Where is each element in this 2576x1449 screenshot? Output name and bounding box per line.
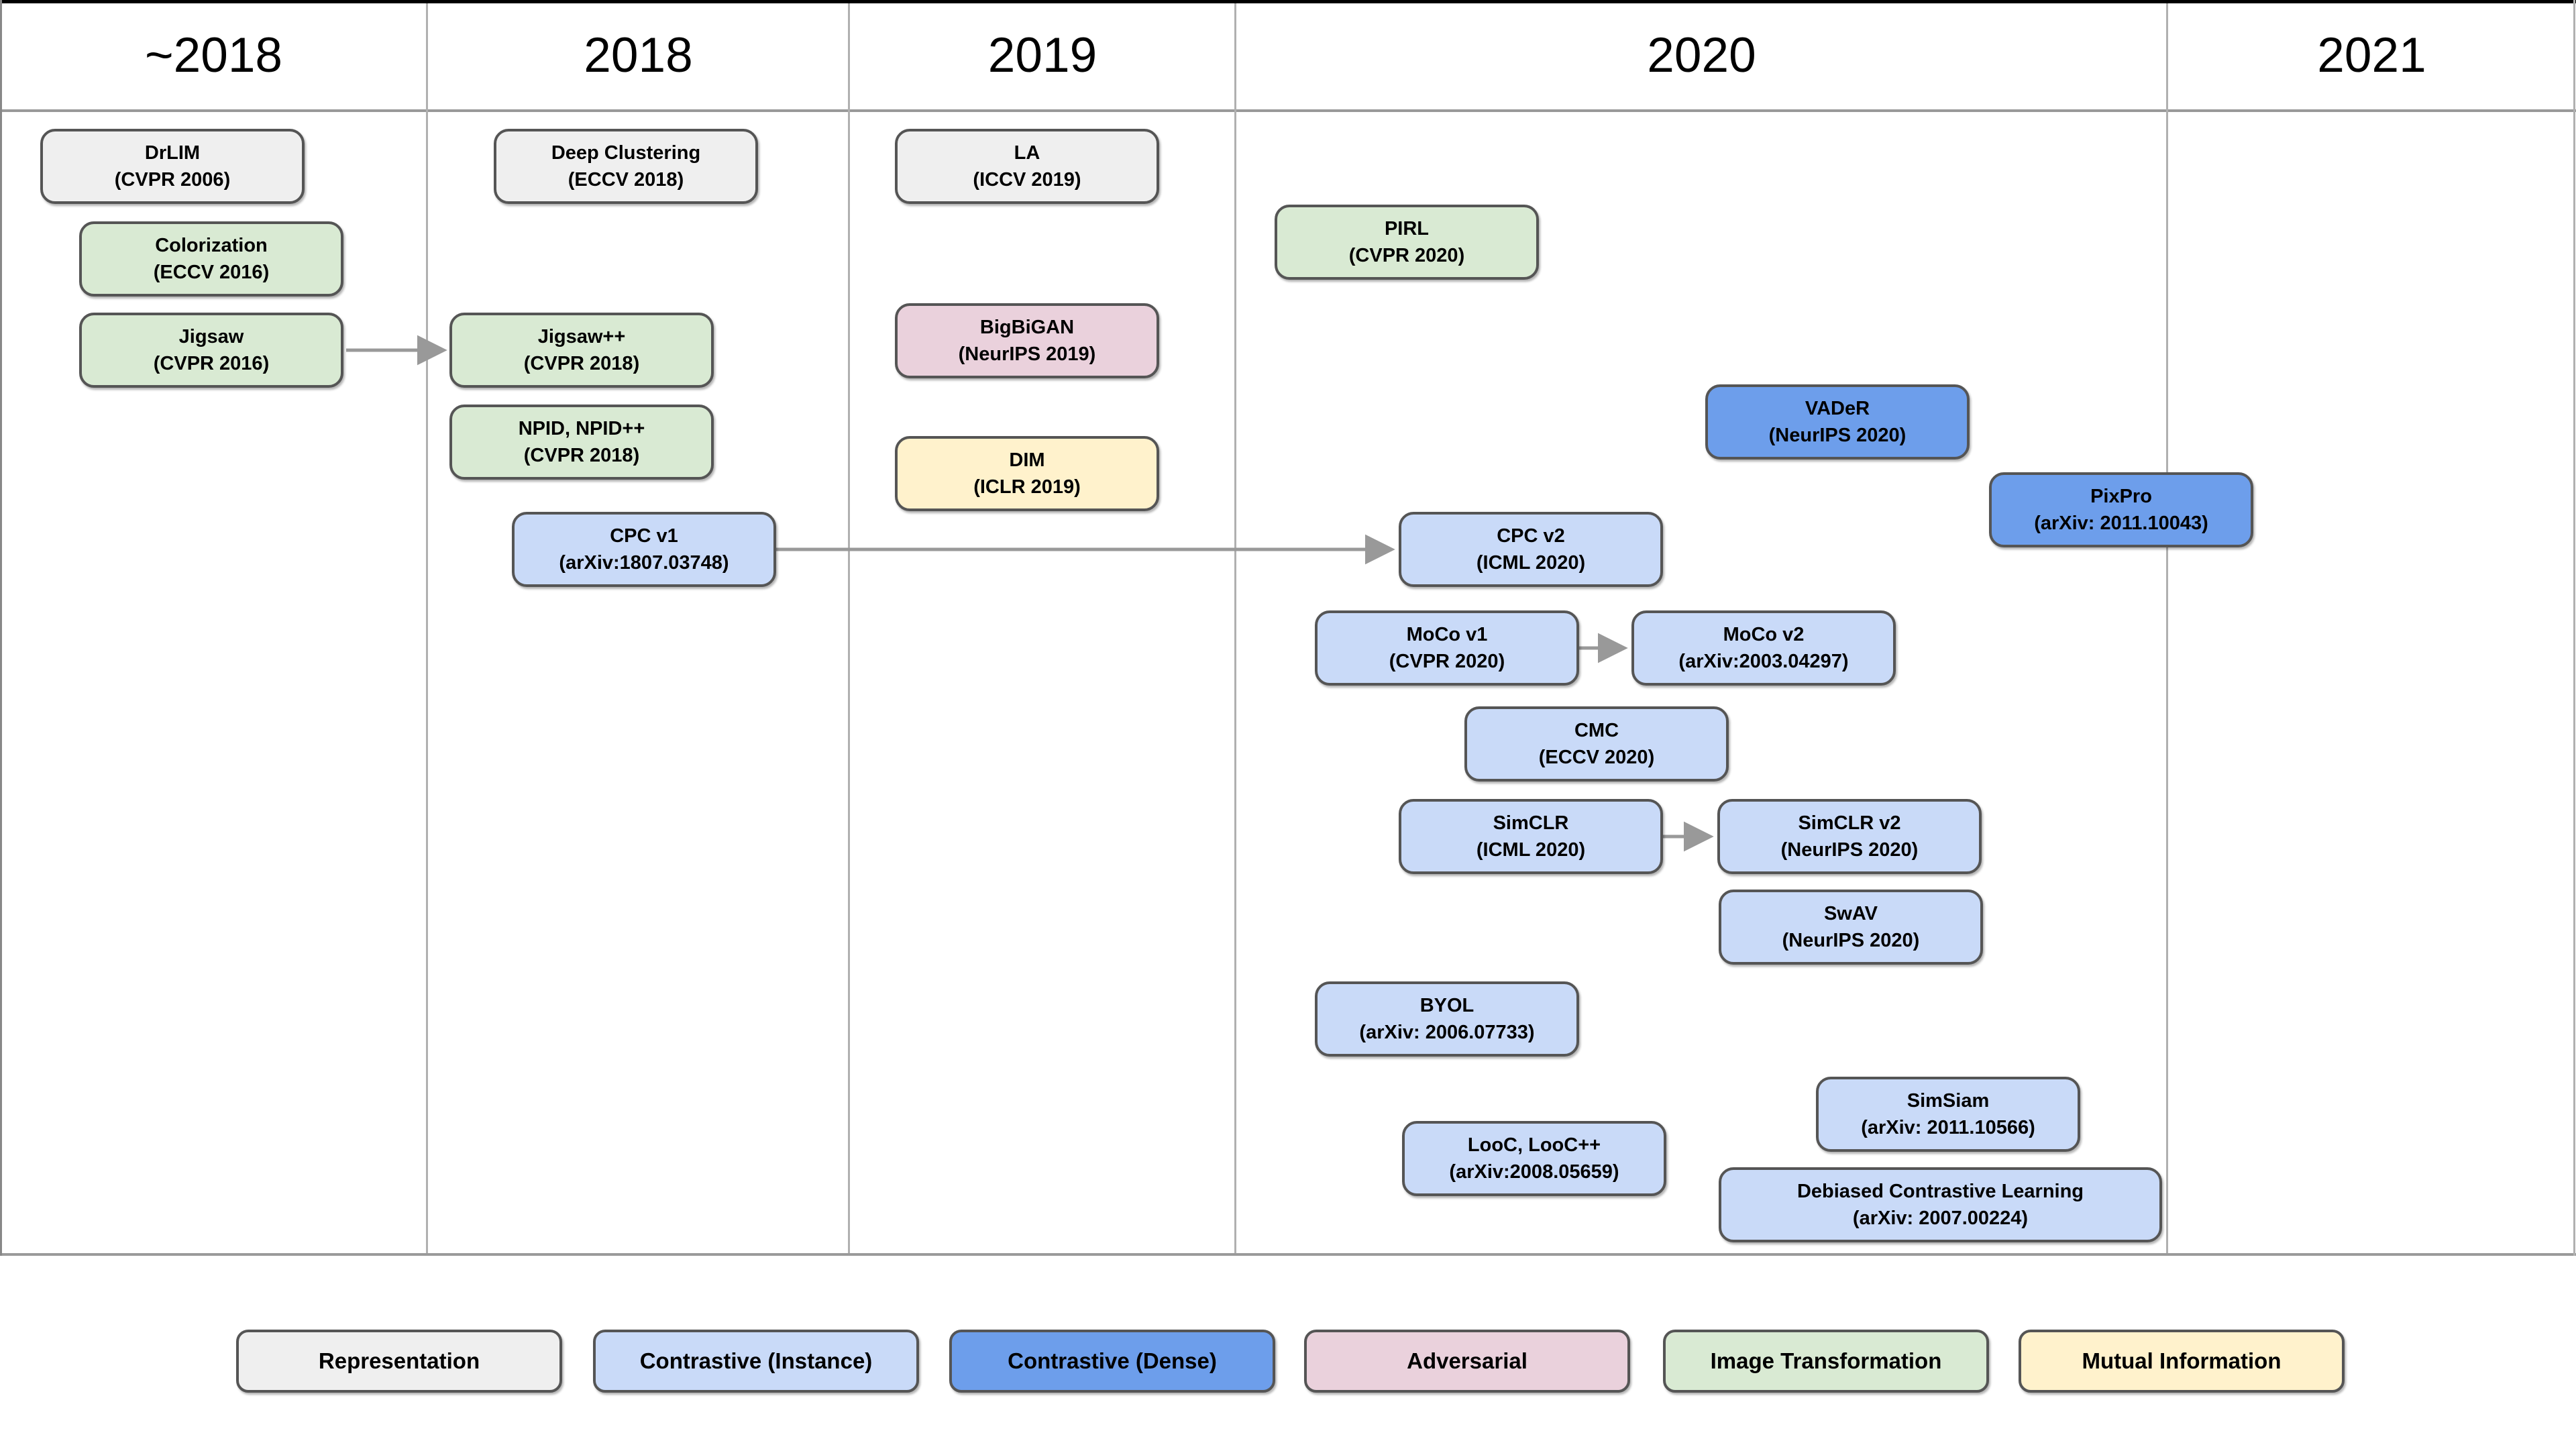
node-simsiam: SimSiam (arXiv: 2011.10566): [1816, 1077, 2080, 1152]
paper-venue: (CVPR 2018): [523, 353, 640, 374]
node-swav: SwAV (NeurIPS 2020): [1719, 890, 1983, 965]
paper-venue: (arXiv:2003.04297): [1678, 651, 1849, 672]
paper-title: CPC v2: [1497, 525, 1565, 547]
node-moco-v1: MoCo v1 (CVPR 2020): [1315, 610, 1579, 686]
paper-title: MoCo v2: [1723, 624, 1805, 645]
legend-image-transformation: Image Transformation: [1663, 1330, 1989, 1393]
node-simclr-v2: SimCLR v2 (NeurIPS 2020): [1717, 799, 1982, 874]
node-jigsaw: Jigsaw (CVPR 2016): [79, 313, 343, 388]
paper-venue: (NeurIPS 2019): [958, 343, 1096, 365]
node-cmc: CMC (ECCV 2020): [1464, 706, 1729, 782]
node-vader: VADeR (NeurIPS 2020): [1705, 384, 1970, 460]
legend-contrastive-dense: Contrastive (Dense): [949, 1330, 1275, 1393]
legend-label: Mutual Information: [2082, 1348, 2282, 1373]
paper-venue: (ICLR 2019): [973, 476, 1081, 498]
paper-title: DIM: [1009, 449, 1045, 471]
paper-title: NPID, NPID++: [518, 418, 645, 439]
paper-venue: (CVPR 2020): [1348, 245, 1465, 266]
header-rule-line: [0, 109, 2576, 112]
node-cpc-v1: CPC v1 (arXiv:1807.03748): [512, 512, 776, 587]
paper-title: SimCLR: [1493, 812, 1569, 834]
node-cpc-v2: CPC v2 (ICML 2020): [1399, 512, 1663, 587]
paper-venue: (arXiv: 2011.10566): [1861, 1117, 2035, 1138]
paper-venue: (ECCV 2018): [568, 169, 684, 191]
paper-title: PixPro: [2090, 486, 2152, 507]
paper-venue: (NeurIPS 2020): [1768, 425, 1907, 446]
paper-title: CPC v1: [610, 525, 678, 547]
left-border-line: [0, 0, 2, 1256]
paper-title: PIRL: [1384, 218, 1430, 239]
node-bigbigan: BigBiGAN (NeurIPS 2019): [895, 303, 1159, 378]
column-divider-4: [2166, 3, 2168, 1253]
node-npid: NPID, NPID++ (CVPR 2018): [449, 405, 714, 480]
year-header-pre2018: ~2018: [144, 28, 283, 83]
paper-venue: (ECCV 2016): [153, 262, 270, 283]
paper-title: VADeR: [1805, 398, 1870, 419]
paper-venue: (CVPR 2020): [1389, 651, 1505, 672]
paper-title: Jigsaw++: [537, 326, 626, 347]
legend-label: Adversarial: [1407, 1348, 1527, 1373]
paper-title: SimSiam: [1907, 1090, 1990, 1112]
paper-venue: (ICML 2020): [1476, 839, 1586, 861]
column-divider-3: [1234, 3, 1236, 1253]
paper-title: Deep Clustering: [551, 142, 701, 164]
paper-venue: (NeurIPS 2020): [1782, 930, 1920, 951]
paper-venue: (ICML 2020): [1476, 552, 1586, 574]
legend-mutual-information: Mutual Information: [2019, 1330, 2345, 1393]
right-border-line: [2573, 0, 2575, 1256]
year-header-2018: 2018: [584, 28, 693, 83]
column-divider-1: [426, 3, 428, 1253]
node-looc: LooC, LooC++ (arXiv:2008.05659): [1402, 1121, 1666, 1196]
year-header-2019: 2019: [987, 28, 1097, 83]
node-drlim: DrLIM (CVPR 2006): [40, 129, 305, 204]
paper-title: SwAV: [1823, 903, 1878, 924]
paper-title: BigBiGAN: [979, 317, 1075, 338]
node-colorization: Colorization (ECCV 2016): [79, 221, 343, 297]
legend-label: Image Transformation: [1710, 1348, 1942, 1373]
column-divider-2: [848, 3, 850, 1253]
paper-title: Debiased Contrastive Learning: [1796, 1181, 2084, 1202]
year-header-2020: 2020: [1647, 28, 1756, 83]
paper-title: BYOL: [1419, 995, 1474, 1016]
paper-venue: (arXiv:2008.05659): [1449, 1161, 1619, 1183]
paper-title: MoCo v1: [1406, 624, 1488, 645]
paper-title: SimCLR v2: [1798, 812, 1901, 834]
node-deep-clustering: Deep Clustering (ECCV 2018): [494, 129, 758, 204]
legend-label: Contrastive (Dense): [1008, 1348, 1217, 1373]
paper-venue: (ECCV 2020): [1538, 747, 1655, 768]
paper-venue: (arXiv: 2006.07733): [1359, 1022, 1535, 1043]
legend-adversarial: Adversarial: [1304, 1330, 1630, 1393]
legend-label: Representation: [318, 1348, 480, 1373]
paper-title: Jigsaw: [178, 326, 244, 347]
legend-representation: Representation: [236, 1330, 562, 1393]
paper-venue: (ICCV 2019): [973, 169, 1081, 191]
node-pirl: PIRL (CVPR 2020): [1275, 205, 1539, 280]
paper-venue: (arXiv: 2011.10043): [2034, 513, 2208, 534]
paper-venue: (CVPR 2018): [523, 445, 640, 466]
node-pixpro: PixPro (arXiv: 2011.10043): [1989, 472, 2253, 547]
paper-title: DrLIM: [144, 142, 201, 164]
paper-title: LooC, LooC++: [1467, 1134, 1601, 1156]
paper-title: Colorization: [155, 235, 268, 256]
node-la: LA (ICCV 2019): [895, 129, 1159, 204]
node-debiased: Debiased Contrastive Learning (arXiv: 20…: [1719, 1167, 2162, 1242]
node-moco-v2: MoCo v2 (arXiv:2003.04297): [1631, 610, 1896, 686]
legend-contrastive-instance: Contrastive (Instance): [593, 1330, 919, 1393]
paper-title: CMC: [1574, 720, 1619, 741]
timeline-bottom-line: [0, 1253, 2576, 1256]
legend-label: Contrastive (Instance): [639, 1348, 873, 1373]
paper-venue: (NeurIPS 2020): [1780, 839, 1919, 861]
paper-venue: (CVPR 2006): [114, 169, 231, 191]
paper-venue: (arXiv: 2007.00224): [1852, 1208, 2029, 1229]
node-byol: BYOL (arXiv: 2006.07733): [1315, 981, 1579, 1057]
paper-venue: (arXiv:1807.03748): [559, 552, 729, 574]
node-jigsawpp: Jigsaw++ (CVPR 2018): [449, 313, 714, 388]
year-header-2021: 2021: [2317, 28, 2426, 83]
node-dim: DIM (ICLR 2019): [895, 436, 1159, 511]
node-simclr: SimCLR (ICML 2020): [1399, 799, 1663, 874]
top-border-line: [0, 0, 2576, 3]
paper-venue: (CVPR 2016): [153, 353, 270, 374]
paper-title: LA: [1014, 142, 1040, 164]
